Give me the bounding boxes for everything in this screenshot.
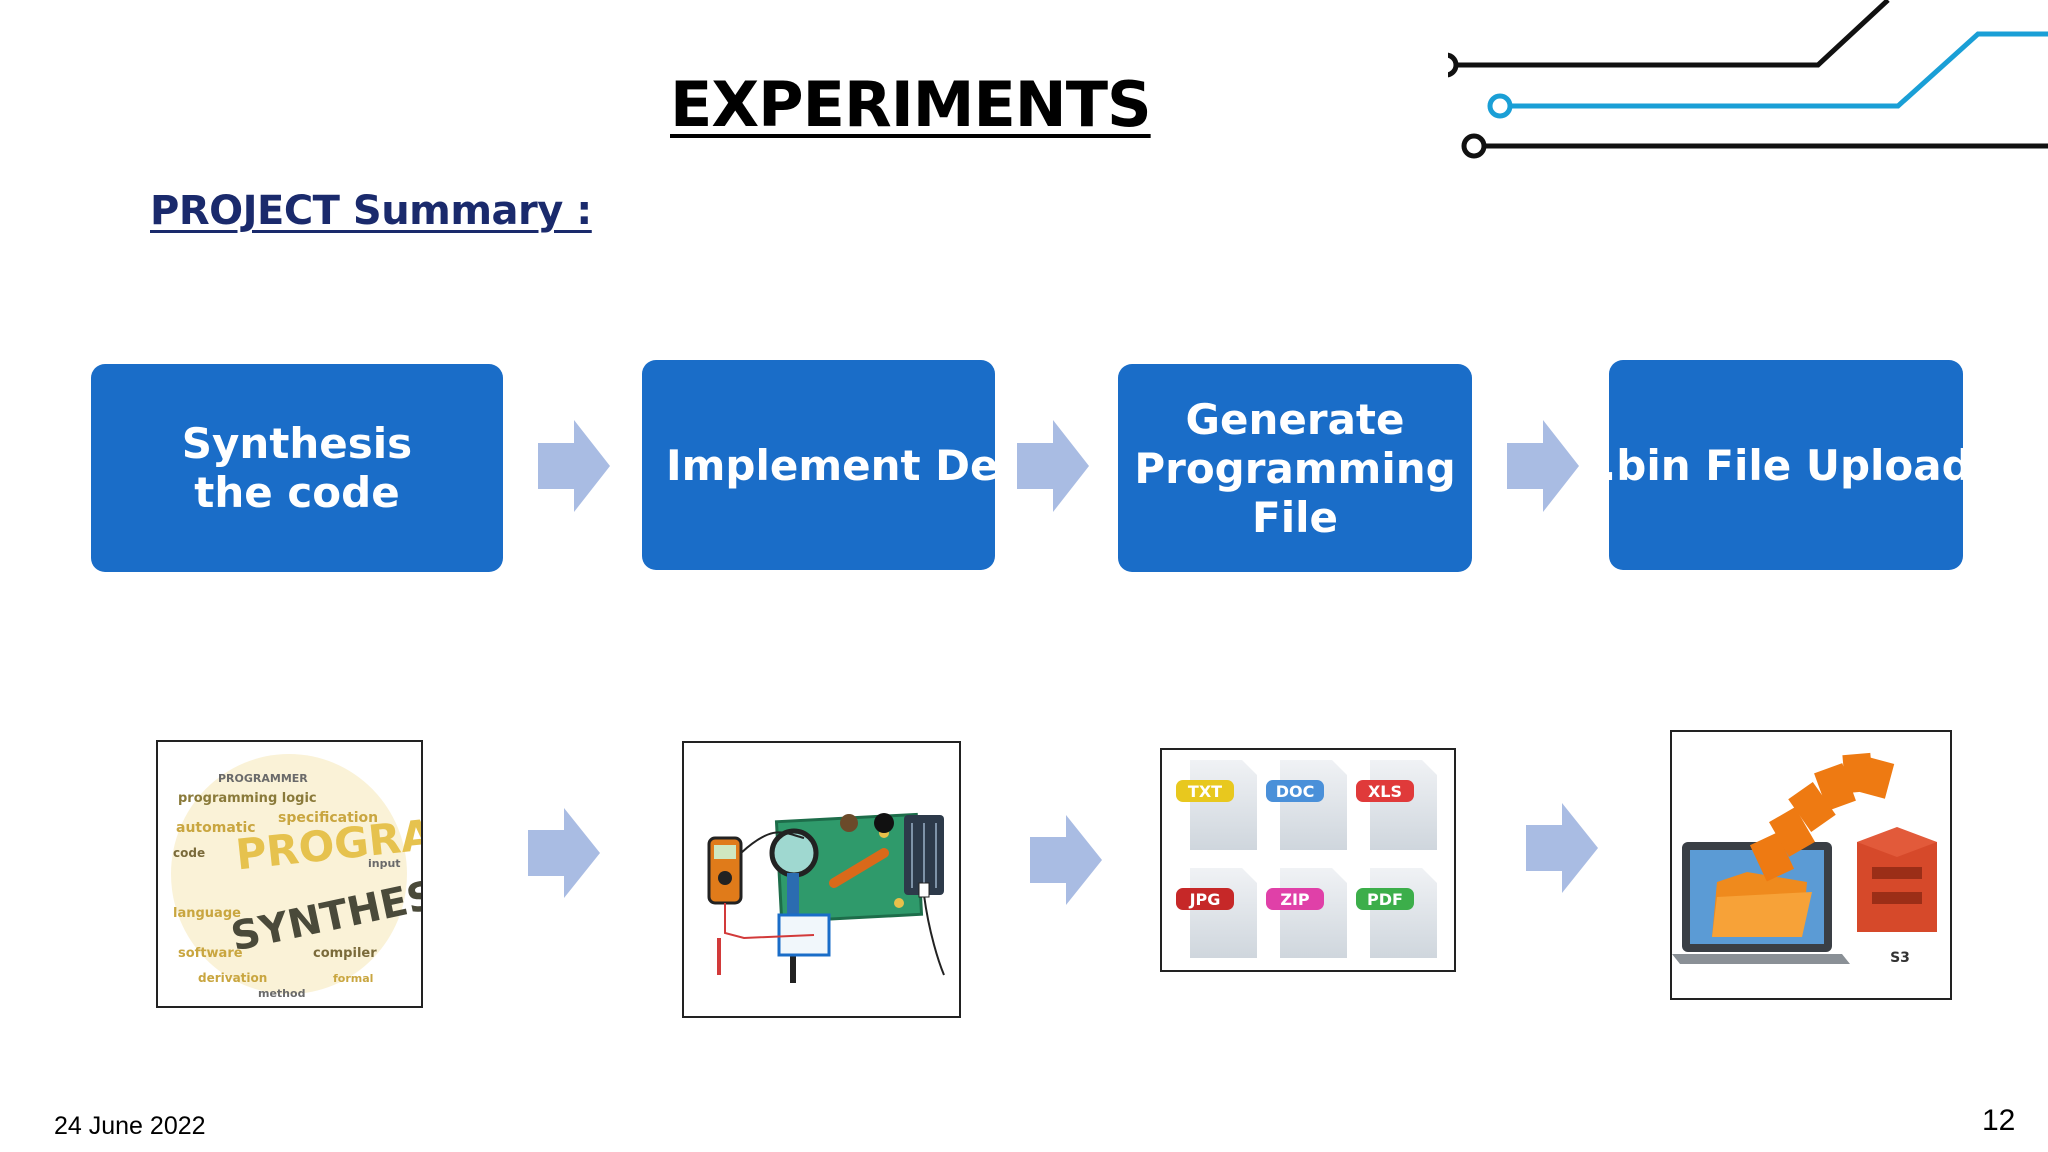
step-bin-file-upload: .bin File Upload [1609,360,1963,570]
project-summary-heading: PROJECT Summary : [150,188,592,234]
word-cloud-graphic: programming logic PROGRAMMER automatic s… [171,754,483,1000]
arrow-right-icon [1030,815,1102,905]
file-label-jpg: JPG [1189,890,1221,909]
footer-date: 24 June 2022 [54,1112,206,1140]
file-label-zip: ZIP [1280,890,1310,909]
svg-text:code: code [173,846,205,860]
svg-text:software: software [178,946,243,961]
bin-upload-s3-image: S3 [1670,730,1952,1000]
svg-text:compiler: compiler [313,946,377,961]
svg-text:language: language [173,906,241,921]
implement-design-electronics-image [682,741,961,1018]
file-icons-grid: TXT DOC XLS JPG ZIP PDF [1176,760,1437,958]
step-generate-programming-file: Generate Programming File [1118,364,1472,572]
arrow-right-icon [1526,803,1598,893]
step-bin-file-upload-label: .bin File Upload [1609,440,1963,490]
svg-text:method: method [258,987,305,1000]
page-number: 12 [1982,1104,2016,1137]
arrow-right-icon [1017,420,1089,512]
svg-text:derivation: derivation [198,971,267,985]
s3-upload-illustration: S3 [1672,752,1937,966]
svg-text:specification: specification [278,810,378,826]
step-synthesis-label: Synthesis the code [181,419,413,517]
programming-file-types-image: TXT DOC XLS JPG ZIP PDF [1160,748,1456,972]
file-label-doc: DOC [1276,782,1315,801]
arrow-right-icon [1507,420,1579,512]
svg-text:input: input [368,857,401,870]
svg-text:PROGRAMMER: PROGRAMMER [218,772,308,785]
circuit-decoration [1448,0,2048,159]
slide-title: EXPERIMENTS [670,68,1152,141]
circuit-board-illustration [707,812,945,983]
svg-text:programming logic: programming logic [178,791,317,806]
file-label-txt: TXT [1188,782,1222,801]
arrow-right-icon [528,808,600,898]
svg-text:automatic: automatic [176,820,256,836]
step-synthesis: Synthesis the code [91,364,503,572]
file-label-xls: XLS [1368,782,1402,801]
synthesis-word-cloud-image: programming logic PROGRAMMER automatic s… [156,740,483,1008]
s3-label: S3 [1890,950,1910,966]
file-label-pdf: PDF [1367,890,1403,909]
svg-text:formal: formal [333,972,373,985]
arrow-right-icon [538,420,610,512]
step-implement-design-label: Implement Design [666,440,995,490]
step-generate-programming-file-label: Generate Programming File [1134,394,1456,542]
step-implement-design: Implement Design [642,360,995,570]
